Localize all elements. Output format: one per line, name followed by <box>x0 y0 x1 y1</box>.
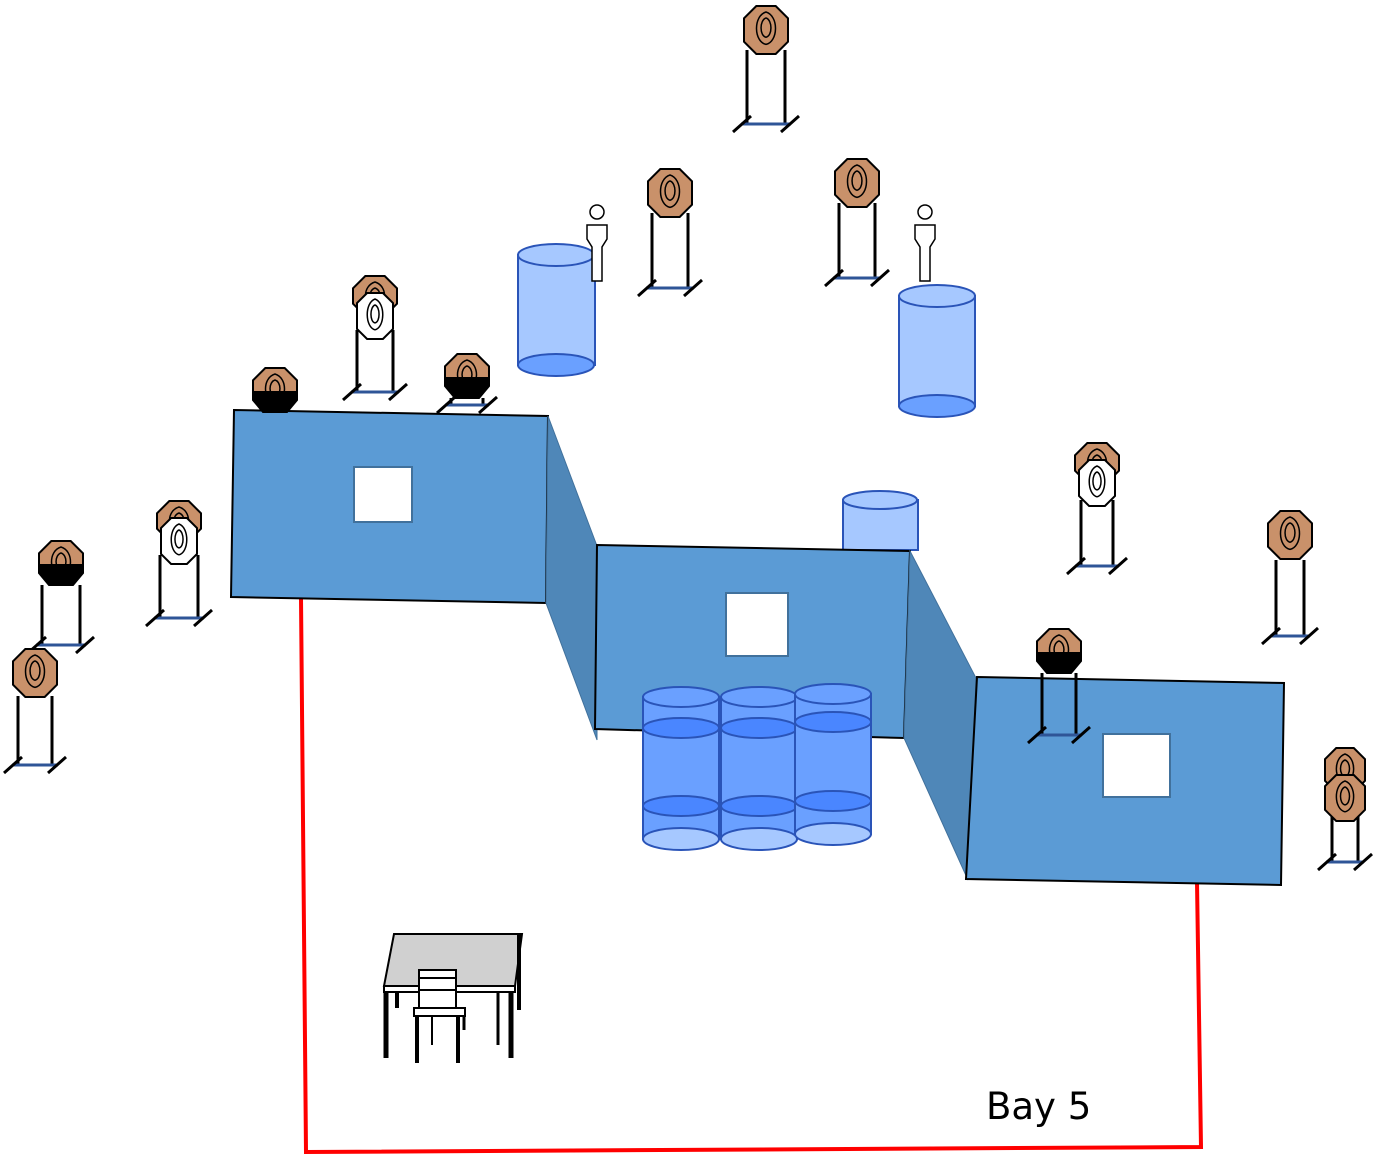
hardcover-target-stand <box>1027 628 1091 745</box>
window-left <box>353 466 413 523</box>
barrel-top-right <box>898 284 976 418</box>
barrel-behind-wall <box>842 490 919 551</box>
paper-target-stand <box>3 648 67 775</box>
window-right <box>1102 733 1171 798</box>
paper-target-stand <box>637 168 703 298</box>
wall-angled-2 <box>903 549 977 881</box>
targets-layer <box>3 5 1373 872</box>
fault-line <box>299 597 1204 1155</box>
paper-target-stand <box>1317 747 1373 872</box>
barrel <box>642 686 720 851</box>
popper-icon <box>586 204 608 282</box>
window-middle <box>725 592 789 657</box>
hardcover-target-stand <box>252 367 298 413</box>
barrel <box>720 686 798 851</box>
paper-target-stand <box>1261 510 1319 646</box>
wall-angled-1 <box>545 415 598 741</box>
no-shoot-target-stand <box>1066 442 1128 576</box>
no-shoot-target-stand <box>342 275 408 402</box>
paper-target-stand <box>824 158 890 288</box>
barrel <box>794 683 872 846</box>
wall-left <box>229 408 550 605</box>
barrel-cluster <box>642 683 872 851</box>
no-shoot-target-stand <box>145 500 213 628</box>
wall-right <box>964 675 1286 887</box>
barrel-top-left <box>517 243 596 377</box>
bay-label: Bay 5 <box>986 1085 1092 1128</box>
hardcover-target-stand <box>27 540 95 655</box>
popper-icon <box>914 204 936 282</box>
paper-target-stand <box>732 5 800 134</box>
hardcover-target-stand <box>436 353 498 415</box>
table-chair-icon <box>382 933 524 1063</box>
